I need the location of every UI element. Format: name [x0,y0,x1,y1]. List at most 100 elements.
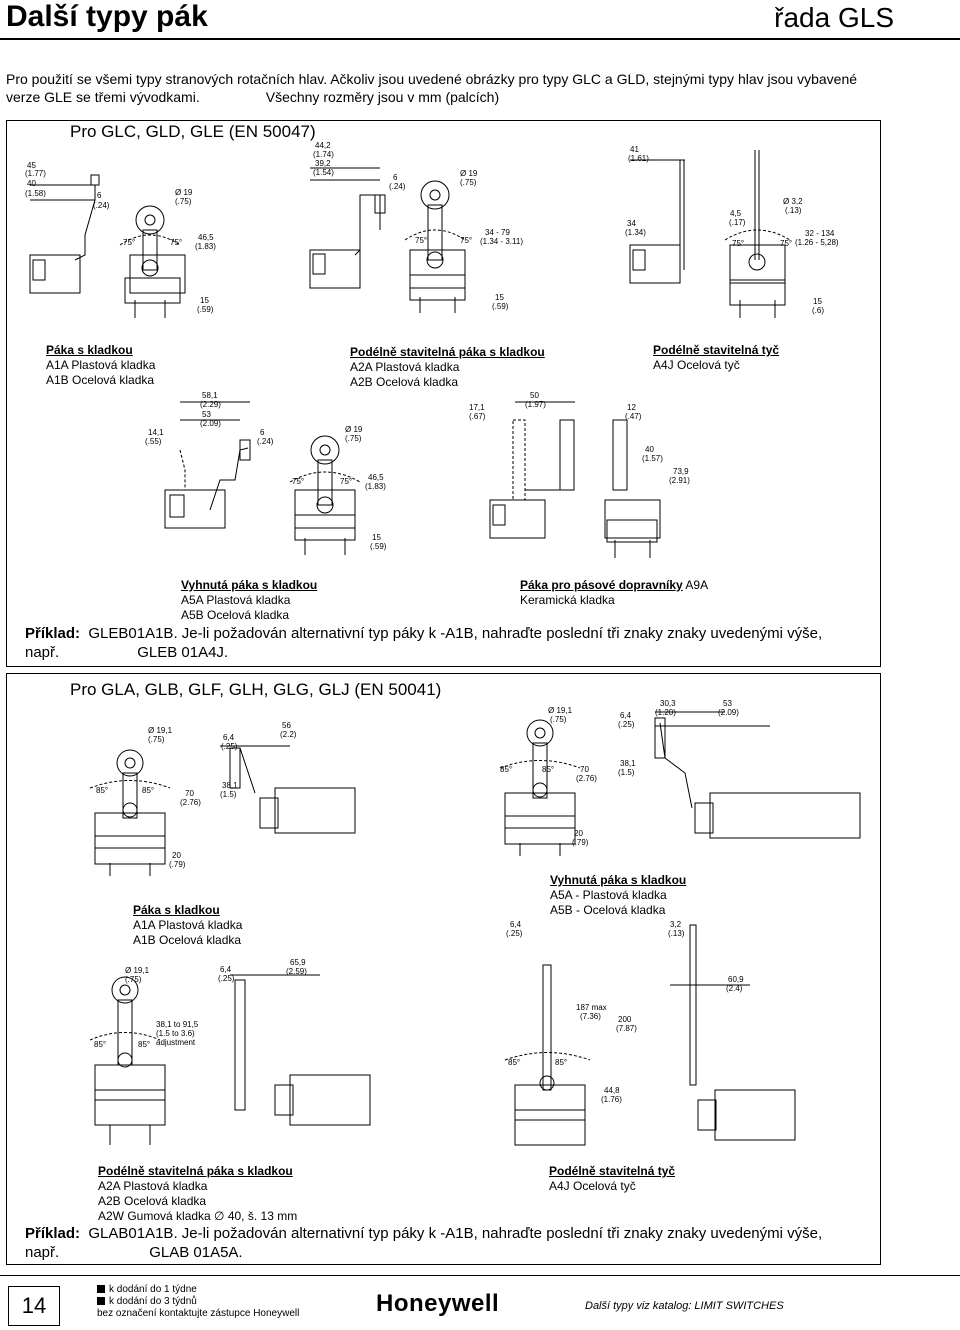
dim-label: 75° [732,239,744,248]
dim-label: 85° [555,1058,567,1067]
caption-heading: Páka pro pásové dopravníky [520,578,683,592]
dim-label: 70 [185,789,194,798]
dim-label: 200 [618,1015,632,1024]
dim-label: (1.57) [642,454,663,463]
example-2: Příklad: GLAB01A1B. Je-li požadován alte… [25,1224,875,1262]
dim-label: (.67) [469,412,486,421]
drawing-a4j-rod: 41 (1.61) 34 (1.34) 4,5 (.17) Ø 3,2 (.13… [625,145,839,318]
dim-label: 70 [580,765,589,774]
dim-label: (1.77) [25,169,46,178]
dim-label: 46,5 [368,473,384,482]
dim-label: (1.5 to 3.6) [156,1029,195,1038]
dim-label: (2.29) [200,400,221,409]
dim-label: (2.76) [576,774,597,783]
dim-label: (.55) [145,437,162,446]
dim-label: 39,2 [315,159,331,168]
dim-label: (1.26 - 5,28) [795,238,839,247]
dim-label: 6,4 [220,965,232,974]
legend-item: k dodání do 1 týdne [97,1284,299,1296]
dim-label: (.79) [572,838,589,847]
dim-label: 40 [645,445,654,454]
caption-p2-a4j: Podélně stavitelná tyč A4J Ocelová tyč [549,1164,675,1194]
caption-line: A1B Ocelová kladka [133,933,242,947]
dim-label: 15 [495,293,504,302]
dim-label: (.75) [345,434,362,443]
dim-label: Ø 19 [175,188,193,197]
dim-label: 75° [415,236,427,245]
dim-label: Ø 19,1 [125,966,150,975]
drawing-a2-adjustable-lever: 44,2 (1.74) 39,2 (1.54) 6 (.24) Ø 19 (.7… [309,141,523,313]
dim-label: (.24) [389,182,406,191]
dim-label: (.25) [618,720,635,729]
dim-label: 12 [627,403,636,412]
caption-line: A4J Ocelová tyč [549,1179,636,1193]
drawing-p2-a5-bent-lever: Ø 19,1 (.75) 6,4 (.25) 30,3 (1.20) 53 (2… [499,699,861,856]
caption-suffix: A9A [682,578,709,592]
caption-a4j: Podélně stavitelná tyč A4J Ocelová tyč [653,343,779,373]
caption-heading: Podélně stavitelná páka s kladkou [350,345,545,359]
dim-label: (1.5) [220,790,237,799]
dim-label: 6 [393,173,398,182]
caption-p2-a1: Páka s kladkou A1A Plastová kladka A1B O… [133,903,242,948]
dim-label: 75° [170,238,182,247]
example-code: GLAB01A1B [88,1225,174,1242]
square-icon [97,1297,105,1306]
dim-label: (.79) [169,860,186,869]
caption-line: A4J Ocelová tyč [653,358,740,372]
dim-label: 6,4 [223,733,235,742]
dim-label: (1.54) [313,168,334,177]
dim-label: 187 max [576,1003,607,1012]
example-code-2: GLAB 01A5A. [149,1244,243,1261]
catalog-note: Další typy viz katalog: LIMIT SWITCHES [585,1300,784,1312]
dim-label: 75° [292,477,304,486]
dim-label: 6 [260,428,265,437]
dim-label: 34 - 79 [485,228,510,237]
caption-line: A1A Plastová kladka [133,918,243,932]
dim-label: 3,2 [670,920,682,929]
caption-heading: Páka s kladkou [46,343,133,357]
dim-label: 6,4 [620,711,632,720]
example-code: GLEB01A1B [88,625,174,642]
dim-label: (1.76) [601,1095,622,1104]
caption-heading: Páka s kladkou [133,903,220,917]
dim-label: 34 [627,219,636,228]
dim-label: (.13) [785,206,802,215]
dim-label: 14,1 [148,428,164,437]
dim-label: (.75) [175,197,192,206]
dim-label: adjustment [156,1038,196,1047]
caption-line: A2A Plastová kladka [350,360,460,374]
dim-label: (2.59) [286,967,307,976]
dim-label: 4,5 [730,209,742,218]
dim-label: (7.36) [580,1012,601,1021]
dim-label: (1.58) [25,189,46,198]
caption-p2-a5: Vyhnutá páka s kladkou A5A - Plastová kl… [550,873,686,918]
example-text: . Je-li požadován alternativní typ páky … [173,625,823,642]
legend-text: bez označení kontaktujte zástupce Honeyw… [97,1308,300,1319]
dim-label: 30,3 [660,699,676,708]
intro-text: Pro použití se všemi typy stranových rot… [6,70,926,106]
panel-1-title: Pro GLC, GLD, GLE (EN 50047) [70,122,316,141]
dim-label: 32 - 134 [805,229,835,238]
caption-heading: Podélně stavitelná páka s kladkou [98,1164,293,1178]
dim-label: 53 [202,410,211,419]
panel-en50041 [6,673,881,1265]
dim-label: (1.34 - 3.11) [480,237,523,246]
dim-label: (2.76) [180,798,201,807]
caption-line: A2W Gumová kladka ∅ 40, š. 13 mm [98,1209,298,1223]
dim-label: 6,4 [510,920,522,929]
dim-label: 85° [94,1040,106,1049]
caption-line: A2A Plastová kladka [98,1179,208,1193]
dim-label: (.75) [148,735,165,744]
dim-label: (2.2) [280,730,297,739]
example-text: . Je-li požadován alternativní typ páky … [173,1225,823,1242]
caption-a2: Podélně stavitelná páka s kladkou A2A Pl… [350,345,545,390]
dim-label: (.47) [625,412,642,421]
drawing-a9a-conveyor-lever: 50 (1.97) 17,1 (.67) 12 (.47) 40 (1.57) … [469,391,690,558]
dim-label: 15 [372,533,381,542]
dim-label: (.59) [370,542,387,551]
availability-legend: k dodání do 1 týdne k dodání do 3 týdnů … [97,1284,299,1320]
dim-label: Ø 19,1 [148,726,173,735]
drawing-p2-a1-lever-roller: Ø 19,1 (.75) 6,4 (.25) 56 (2.2) 85° 85° … [89,721,356,876]
dim-label: Ø 19 [460,169,478,178]
dim-label: (1.20) [655,708,676,717]
